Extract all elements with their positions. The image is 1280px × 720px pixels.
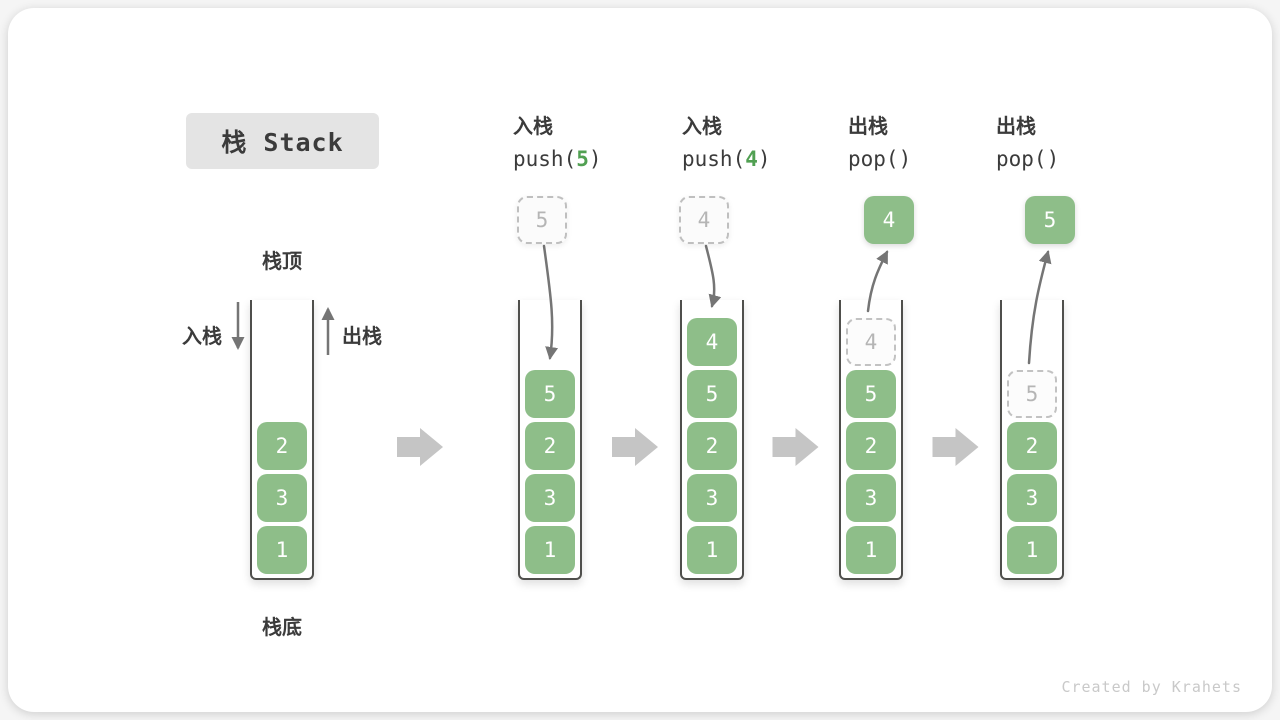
stack-block: 2 <box>257 422 307 470</box>
operation-push-4: 入栈 push(4) <box>682 110 771 171</box>
incoming-element: 4 <box>679 196 729 244</box>
popped-element: 4 <box>864 196 914 244</box>
stack-block: 5 <box>687 370 737 418</box>
stack-block: 1 <box>687 526 737 574</box>
operation-code: push(5) <box>513 147 602 171</box>
code-text: push( <box>513 147 577 171</box>
pop-side-label: 出栈 <box>342 326 382 348</box>
stack-block: 2 <box>525 422 575 470</box>
popped-element: 5 <box>1025 196 1075 244</box>
operation-name: 入栈 <box>513 116 553 138</box>
code-text: pop( <box>996 147 1047 171</box>
incoming-element: 5 <box>517 196 567 244</box>
stack-block: 3 <box>257 474 307 522</box>
stack-block: 2 <box>687 422 737 470</box>
title-text: 栈 Stack <box>221 128 344 157</box>
operation-name: 入栈 <box>682 116 722 138</box>
operation-name: 出栈 <box>996 116 1036 138</box>
stack-bottom-label: 栈底 <box>262 617 302 639</box>
stack-block: 1 <box>257 526 307 574</box>
code-argument: 4 <box>745 147 758 171</box>
stack-block: 3 <box>1007 474 1057 522</box>
operation-pop-2: 出栈 pop() <box>996 110 1059 171</box>
stack-top-label: 栈顶 <box>262 251 302 273</box>
watermark: Created by Krahets <box>1061 678 1242 696</box>
operation-code: push(4) <box>682 147 771 171</box>
push-side-label: 入栈 <box>182 326 222 348</box>
code-text: push( <box>682 147 746 171</box>
operation-push-5: 入栈 push(5) <box>513 110 602 171</box>
stack-block: 3 <box>846 474 896 522</box>
stack-block: 1 <box>1007 526 1057 574</box>
code-text: ) <box>1046 147 1060 171</box>
stack-block: 1 <box>846 526 896 574</box>
operation-code: pop() <box>996 147 1059 171</box>
stack-block: 4 <box>687 318 737 366</box>
code-text: ) <box>588 147 602 171</box>
stack-block: 3 <box>687 474 737 522</box>
operation-name: 出栈 <box>848 116 888 138</box>
operation-pop-1: 出栈 pop() <box>848 110 911 171</box>
stack-block: 5 <box>846 370 896 418</box>
popped-ghost-slot: 5 <box>1007 370 1057 418</box>
stack-block: 5 <box>525 370 575 418</box>
stack-block: 3 <box>525 474 575 522</box>
popped-ghost-slot: 4 <box>846 318 896 366</box>
stack-block: 2 <box>1007 422 1057 470</box>
operation-code: pop() <box>848 147 911 171</box>
title-badge: 栈 Stack <box>186 113 379 169</box>
code-text: pop( <box>848 147 899 171</box>
code-text: ) <box>898 147 912 171</box>
stack-block: 1 <box>525 526 575 574</box>
stack-block: 2 <box>846 422 896 470</box>
code-text: ) <box>757 147 771 171</box>
code-argument: 5 <box>576 147 589 171</box>
